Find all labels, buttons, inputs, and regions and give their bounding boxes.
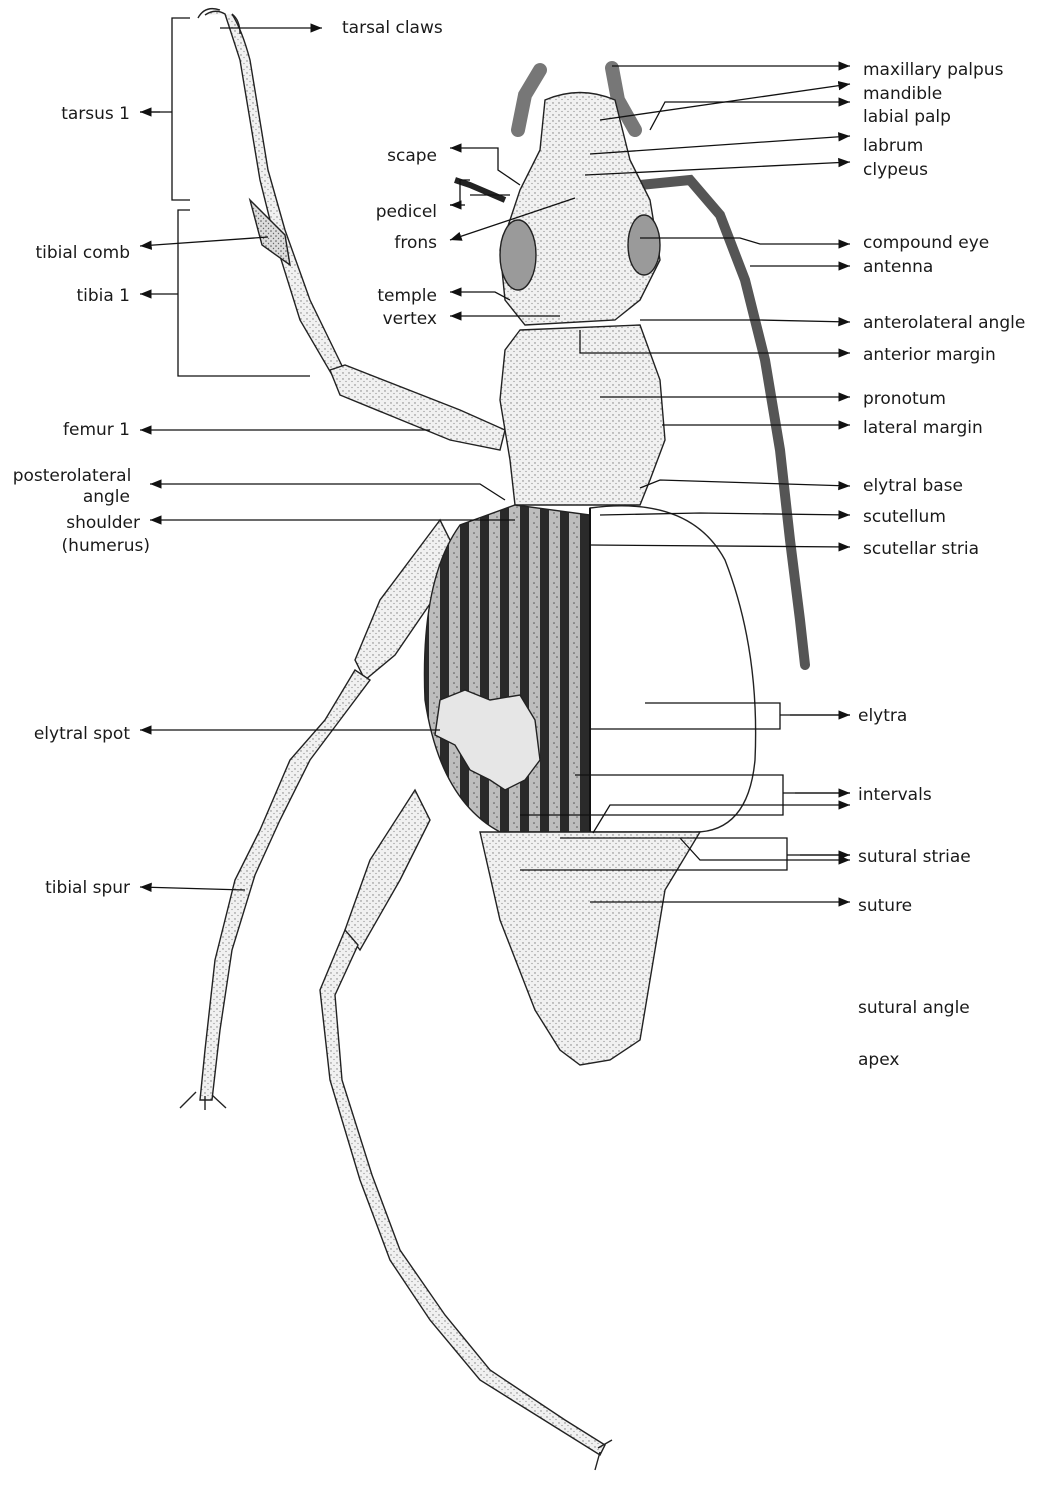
label-tibial-comb: tibial comb [10, 243, 130, 263]
label-compound-eye: compound eye [863, 233, 989, 253]
label-posterolateral-angle-line2: angle [40, 487, 130, 507]
label-tarsal-claws: tarsal claws [342, 18, 443, 38]
left-antenna [455, 180, 505, 200]
label-sutural-angle: sutural angle [858, 998, 970, 1018]
left-compound-eye [500, 220, 536, 290]
label-vertex: vertex [360, 309, 437, 329]
right-elytron [590, 506, 756, 832]
label-anterior-margin: anterior margin [863, 345, 996, 365]
label-labial-palp: labial palp [863, 107, 951, 127]
label-antenna: antenna [863, 257, 933, 277]
pronotum-shape [500, 325, 665, 505]
label-tibia-1: tibia 1 [40, 286, 130, 306]
label-elytral-base: elytral base [863, 476, 963, 496]
label-posterolateral-angle-line1: posterolateral [8, 466, 136, 486]
label-elytral-spot: elytral spot [10, 724, 130, 744]
beetle-illustration [180, 9, 805, 1470]
label-femur-1: femur 1 [40, 420, 130, 440]
label-labrum: labrum [863, 136, 923, 156]
label-frons: frons [360, 233, 437, 253]
right-compound-eye [628, 215, 660, 275]
label-lateral-margin: lateral margin [863, 418, 983, 438]
label-temple: temple [360, 286, 437, 306]
front-leg [198, 9, 505, 450]
label-shoulder-line2: (humerus) [40, 536, 150, 556]
label-scutellum: scutellum [863, 507, 946, 527]
label-pedicel: pedicel [360, 202, 437, 222]
label-maxillary-palpus: maxillary palpus [863, 60, 1003, 80]
label-pronotum: pronotum [863, 389, 946, 409]
abdomen-tip [480, 832, 700, 1065]
label-scape: scape [360, 146, 437, 166]
label-intervals: intervals [858, 785, 932, 805]
label-sutural-striae: sutural striae [858, 847, 971, 867]
label-shoulder-line1: shoulder [40, 513, 140, 533]
label-clypeus: clypeus [863, 160, 928, 180]
label-apex: apex [858, 1050, 899, 1070]
label-mandible: mandible [863, 84, 942, 104]
label-suture: suture [858, 896, 912, 916]
label-elytra: elytra [858, 706, 907, 726]
label-tibial-spur: tibial spur [10, 878, 130, 898]
label-scutellar-stria: scutellar stria [863, 539, 979, 559]
label-anterolateral-angle: anterolateral angle [863, 313, 1025, 333]
label-tarsus-1: tarsus 1 [40, 104, 130, 124]
